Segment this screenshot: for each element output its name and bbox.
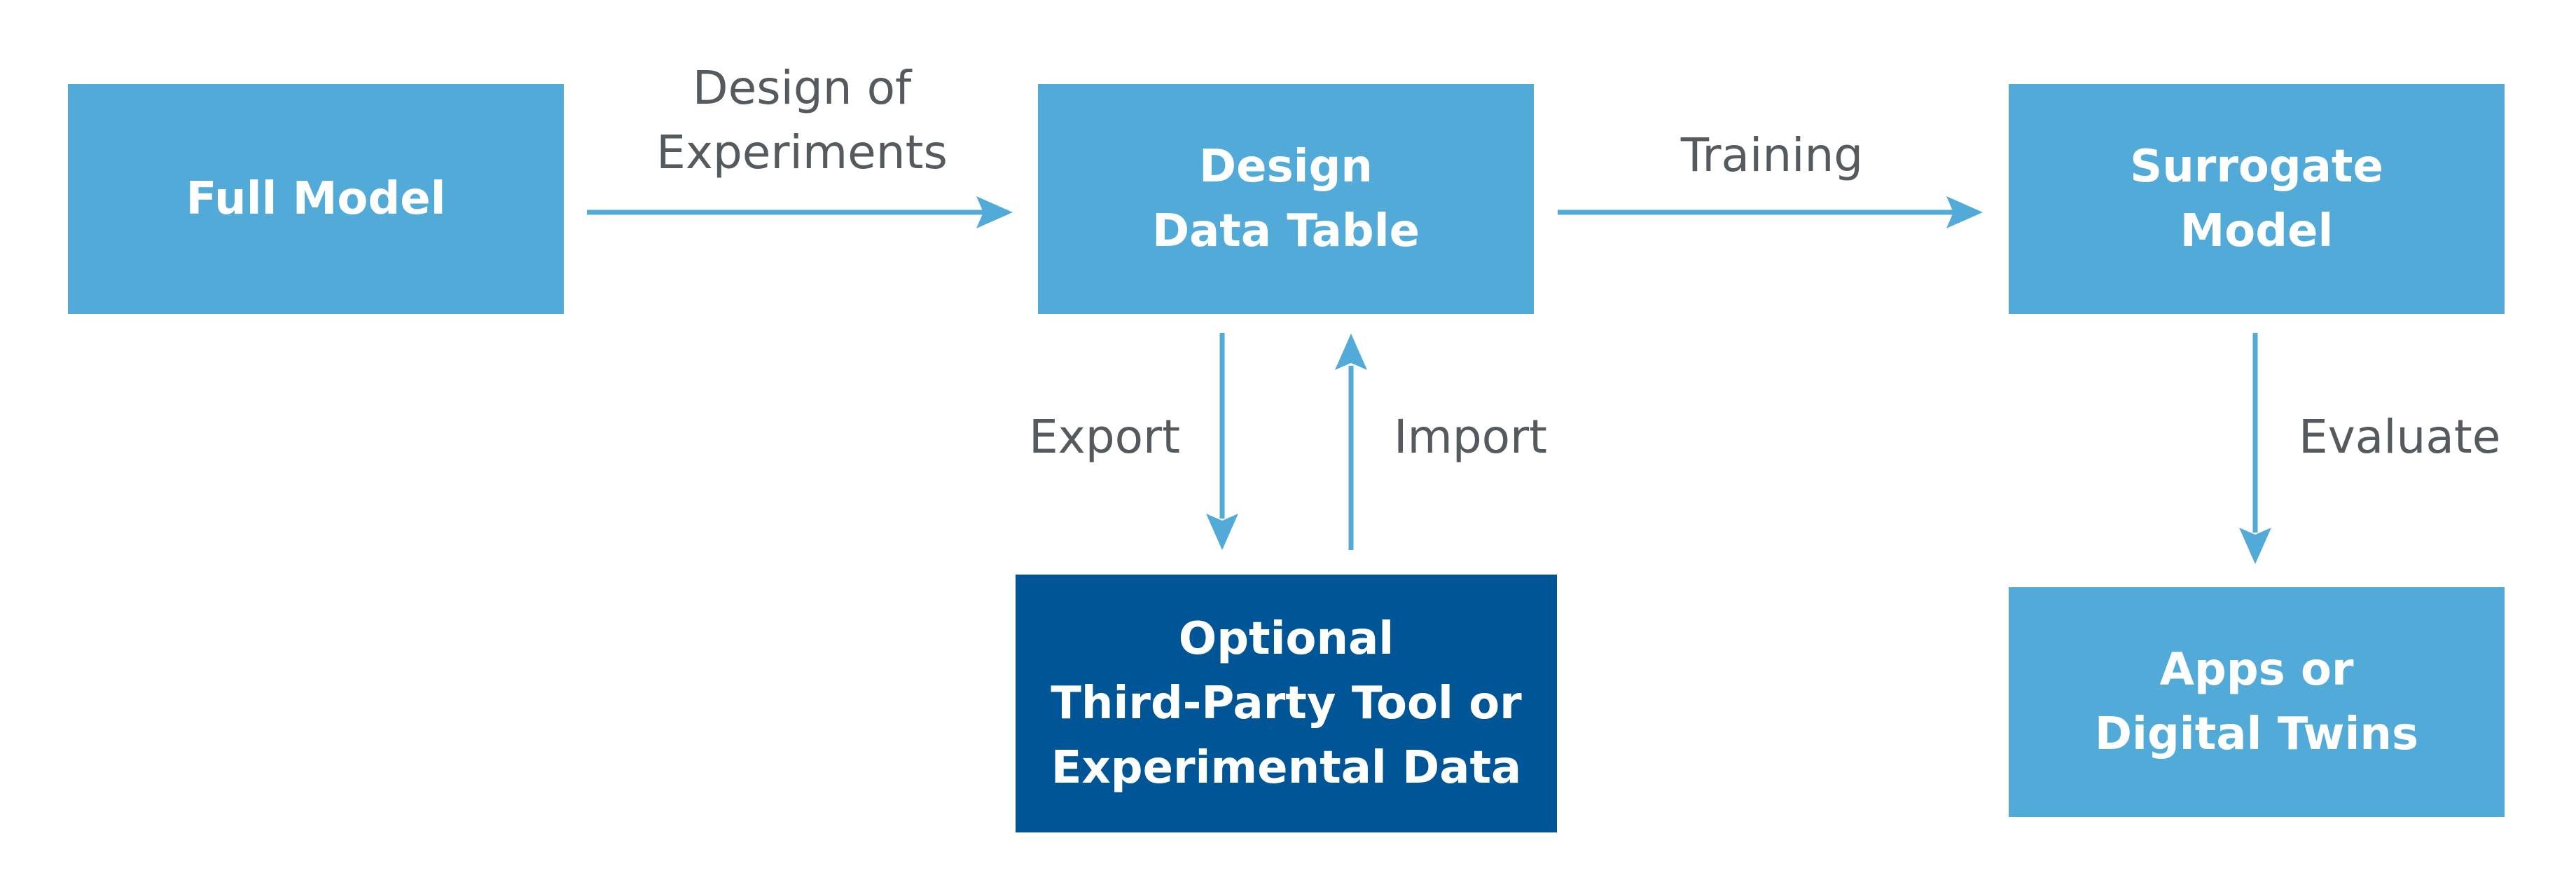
edge-label-export: Export [1028, 410, 1180, 464]
arrowhead-design-of-experiments [976, 196, 1013, 228]
node-design-data-table: Design Data Table [1038, 84, 1534, 314]
node-apps-digital-twins: Apps or Digital Twins [2009, 587, 2505, 817]
edge-label-import: Import [1394, 410, 1548, 464]
node-third-party-tool: Optional Third-Party Tool or Experimenta… [1016, 575, 1557, 832]
node-design-data-table-label: Design Data Table [1151, 141, 1420, 257]
edge-label-design-of-experiments: Design of Experiments [656, 61, 948, 179]
node-surrogate-model-label: Surrogate Model [2130, 141, 2383, 257]
node-apps-digital-twins-label: Apps or Digital Twins [2094, 644, 2419, 760]
node-full-model-label: Full Model [186, 173, 446, 225]
edge-label-evaluate: Evaluate [2299, 410, 2501, 464]
node-surrogate-model: Surrogate Model [2009, 84, 2505, 314]
arrowhead-export [1206, 514, 1238, 550]
arrowhead-evaluate [2239, 528, 2271, 564]
node-full-model: Full Model [68, 84, 564, 314]
arrowhead-import [1335, 334, 1367, 370]
edge-label-training: Training [1680, 128, 1864, 182]
arrowhead-training [1946, 196, 1983, 228]
node-third-party-tool-label: Optional Third-Party Tool or Experimenta… [1051, 613, 1522, 794]
